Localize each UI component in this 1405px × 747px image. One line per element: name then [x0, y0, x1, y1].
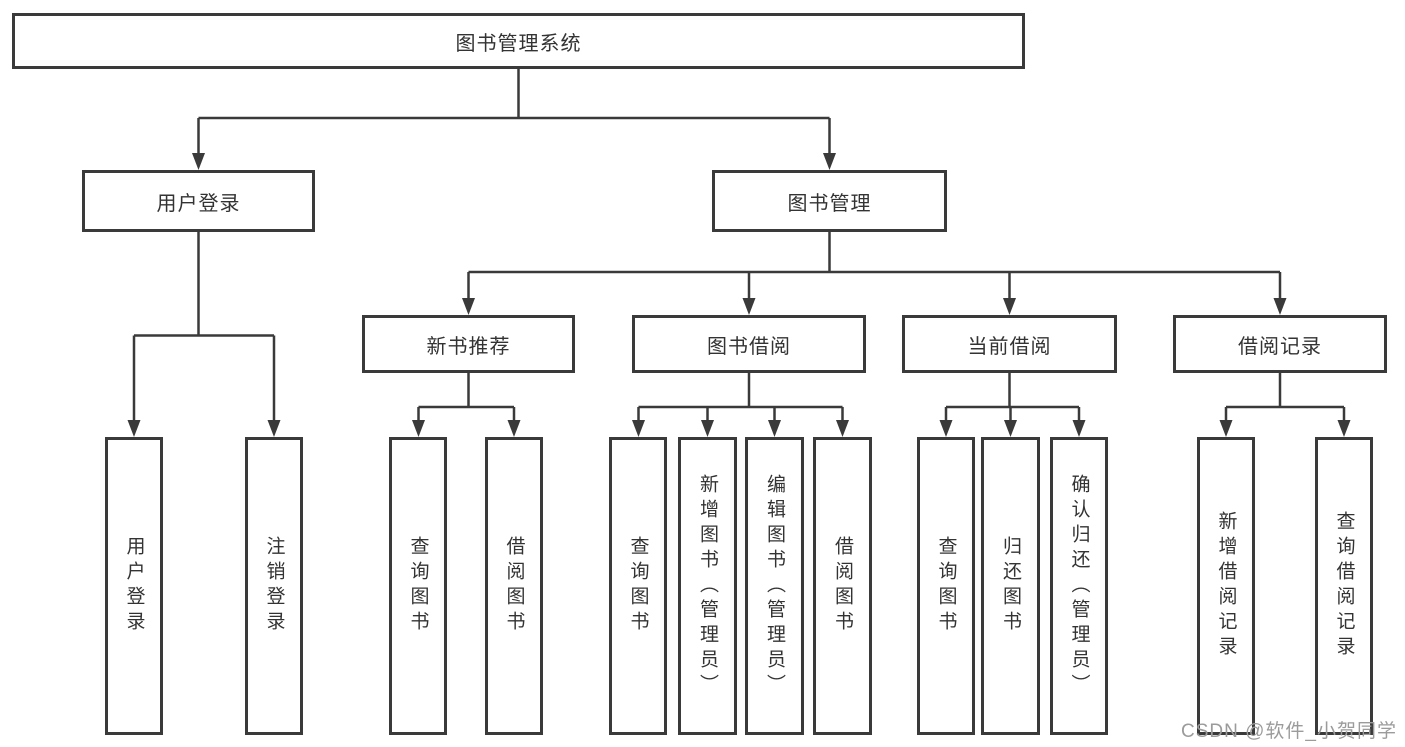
- leaf-newbook-borrow-label: 借阅图书: [503, 536, 525, 636]
- leaf-current-confirm-admin-label: 确认归还（管理员）: [1068, 473, 1090, 699]
- leaf-logout: 注销登录: [245, 437, 303, 735]
- node-current-borrow-label: 当前借阅: [967, 335, 1052, 358]
- leaf-user-login-label: 用户登录: [123, 536, 145, 636]
- node-root: 图书管理系统: [12, 13, 1025, 69]
- leaf-borrow-query: 查询图书: [609, 437, 667, 735]
- leaf-newbook-query-label: 查询图书: [407, 536, 429, 636]
- leaf-current-query-label: 查询图书: [935, 536, 957, 636]
- node-book-management-label: 图书管理: [787, 192, 872, 215]
- node-new-book-recommend: 新书推荐: [362, 315, 575, 373]
- leaf-current-query: 查询图书: [917, 437, 975, 735]
- node-user-login-label: 用户登录: [156, 192, 241, 215]
- leaf-record-add: 新增借阅记录: [1197, 437, 1255, 735]
- node-user-login: 用户登录: [82, 170, 315, 232]
- leaf-record-query: 查询借阅记录: [1315, 437, 1373, 735]
- leaf-logout-label: 注销登录: [263, 536, 285, 636]
- node-root-label: 图书管理系统: [455, 32, 582, 55]
- leaf-borrow-query-label: 查询图书: [627, 536, 649, 636]
- leaf-newbook-borrow: 借阅图书: [485, 437, 543, 735]
- node-current-borrow: 当前借阅: [902, 315, 1117, 373]
- node-borrow-records-label: 借阅记录: [1238, 335, 1322, 358]
- node-book-management: 图书管理: [712, 170, 947, 232]
- leaf-record-add-label: 新增借阅记录: [1215, 511, 1237, 661]
- leaf-borrow-add-admin: 新增图书（管理员）: [678, 437, 737, 735]
- leaf-current-confirm-admin: 确认归还（管理员）: [1050, 437, 1108, 735]
- node-book-borrow: 图书借阅: [632, 315, 866, 373]
- watermark: CSDN @软件_小贺同学: [1181, 721, 1397, 742]
- leaf-borrow-edit-admin-label: 编辑图书（管理员）: [764, 473, 785, 699]
- node-book-borrow-label: 图书借阅: [707, 335, 791, 358]
- leaf-borrow-edit-admin: 编辑图书（管理员）: [745, 437, 804, 735]
- leaf-current-return-label: 归还图书: [1000, 536, 1021, 636]
- leaf-borrow-add-admin-label: 新增图书（管理员）: [697, 473, 718, 699]
- leaf-record-query-label: 查询借阅记录: [1333, 511, 1355, 661]
- leaf-user-login: 用户登录: [105, 437, 163, 735]
- leaf-borrow-book-label: 借阅图书: [832, 536, 853, 636]
- leaf-current-return: 归还图书: [981, 437, 1040, 735]
- leaf-borrow-book: 借阅图书: [813, 437, 872, 735]
- node-borrow-records: 借阅记录: [1173, 315, 1387, 373]
- node-new-book-recommend-label: 新书推荐: [426, 335, 511, 358]
- leaf-newbook-query: 查询图书: [389, 437, 447, 735]
